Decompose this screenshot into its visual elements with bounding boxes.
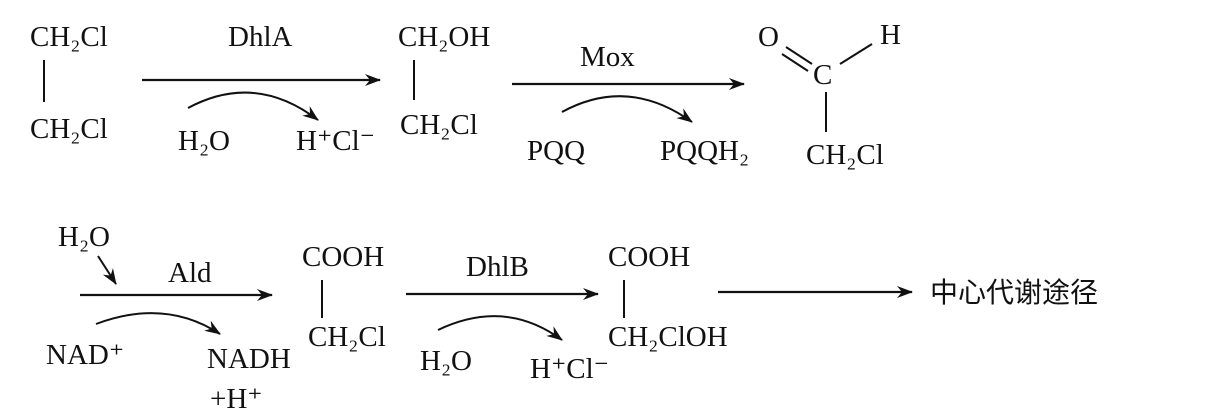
product2-carbon: C — [813, 59, 832, 91]
enzyme-mox-label: Mox — [580, 41, 635, 73]
water-input-arrow — [97, 255, 117, 285]
mox-cosubstrate-out: PQQH₂ — [660, 135, 749, 167]
product3-bottom-group: CH₂Cl — [308, 321, 386, 353]
product1-bottom-group: CH₂Cl — [400, 109, 478, 141]
enzyme-dhla-label: DhlA — [228, 21, 293, 53]
cosubstrate-arrow-mox — [561, 95, 693, 123]
reactant-bottom-group: CH₂Cl — [30, 113, 108, 145]
ald-cosubstrate-out: NADH — [207, 343, 291, 375]
product2-oxygen: O — [758, 21, 779, 53]
product2-ch-bond — [839, 43, 873, 65]
reactant-top-group: CH₂Cl — [30, 21, 108, 53]
product3-top-group: COOH — [302, 241, 384, 273]
product4-bottom-group: CH₂ClOH — [608, 321, 728, 353]
product2-bottom-group: CH₂Cl — [806, 139, 884, 171]
cosubstrate-arrow-dhlb — [437, 315, 563, 341]
ald-cosubstrate-in: NAD⁺ — [46, 339, 124, 371]
product2-double-bond-a — [785, 46, 813, 65]
product2-double-bond-b — [781, 53, 809, 72]
product1-top-group: CH₂OH — [398, 21, 490, 53]
dhla-cosubstrate-out: H⁺Cl⁻ — [296, 125, 375, 157]
dhlb-cosubstrate-in: H₂O — [420, 345, 472, 377]
ald-water-input: H₂O — [58, 221, 110, 253]
dhlb-cosubstrate-out: H⁺Cl⁻ — [530, 353, 609, 385]
product2-hydrogen: H — [880, 19, 901, 51]
central-metabolism-label: 中心代谢途径 — [930, 276, 1098, 309]
enzyme-dhlb-label: DhlB — [466, 251, 529, 283]
dhla-cosubstrate-in: H₂O — [178, 125, 230, 157]
cosubstrate-arrow-dhla — [187, 91, 319, 121]
enzyme-ald-label: Ald — [168, 257, 212, 289]
cosubstrate-arrow-ald — [95, 312, 221, 335]
ald-cosubstrate-out-proton: +H⁺ — [210, 383, 263, 415]
product4-top-group: COOH — [608, 241, 690, 273]
mox-cosubstrate-in: PQQ — [527, 135, 585, 167]
